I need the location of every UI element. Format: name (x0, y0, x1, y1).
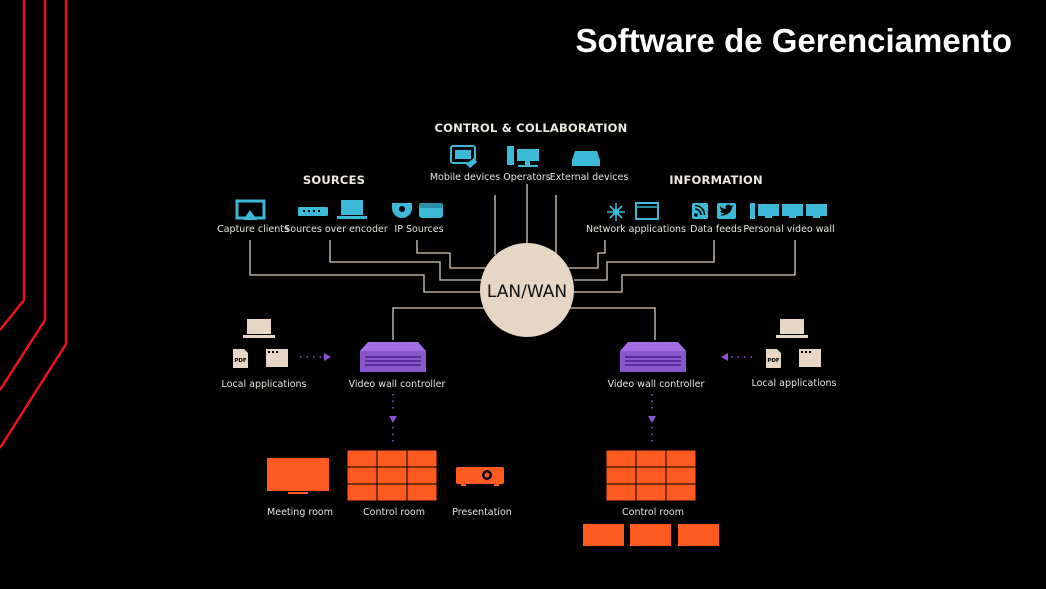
meeting-room-label: Meeting room (267, 507, 333, 518)
decorative-red-lines (0, 0, 68, 449)
ip-camera-icon (392, 203, 443, 218)
airplay-monitor-icon (235, 199, 266, 220)
arrow-right-down (648, 416, 656, 423)
arrow-right-controller (721, 353, 728, 361)
video-wall-controller-left-label: Video wall controller (349, 379, 446, 390)
data-feeds-label: Data feeds (690, 224, 742, 235)
control-room-left-label: Control room (363, 507, 425, 518)
lan-wan-label: LAN/WAN (487, 282, 567, 302)
pdf-icon-text-right: PDF (767, 358, 780, 364)
mobile-devices-label: Mobile devices (430, 172, 500, 183)
tablet-icon (450, 145, 477, 168)
sources-heading: SOURCES (303, 173, 365, 187)
projector-icon (456, 467, 504, 486)
external-device-icon (572, 151, 600, 166)
monitors-icon (750, 203, 827, 219)
information-heading: INFORMATION (669, 173, 763, 187)
arrow-left-controller (324, 353, 331, 361)
operator-workstation-icon (507, 146, 539, 167)
encoder-laptop-icon (298, 200, 367, 219)
control-room-right-wall-icon (605, 449, 697, 502)
local-applications-right-label: Local applications (752, 378, 837, 389)
video-wall-controller-right-label: Video wall controller (608, 379, 705, 390)
local-applications-right-icon: PDF (766, 319, 821, 368)
video-wall-controller-left-icon (360, 342, 426, 372)
sources-over-encoder-label: Sources over encoder (284, 224, 388, 235)
network-app-icon (607, 202, 659, 221)
network-applications-label: Network applications (586, 224, 686, 235)
pdf-icon-text: PDF (234, 358, 247, 364)
network-wires (249, 184, 796, 340)
presentation-label: Presentation (452, 507, 512, 518)
operators-label: Operators (503, 172, 551, 183)
local-applications-left-label: Local applications (222, 379, 307, 390)
control-heading: CONTROL & COLLABORATION (435, 121, 628, 135)
rss-twitter-icon (692, 203, 736, 219)
control-room-right-screens-icon (583, 524, 719, 546)
control-room-left-wall-icon (346, 449, 438, 502)
ip-sources-label: IP Sources (394, 224, 443, 235)
local-applications-left-icon: PDF (233, 319, 288, 368)
capture-clients-label: Capture clients (217, 224, 289, 235)
arrow-left-down (389, 416, 397, 423)
meeting-room-display-icon (267, 458, 329, 494)
external-devices-label: External devices (550, 172, 629, 183)
lan-wan-hub (480, 243, 574, 337)
control-room-right-label: Control room (622, 507, 684, 518)
video-wall-controller-right-icon (620, 342, 686, 372)
personal-video-wall-label: Personal video wall (743, 224, 834, 235)
page-title: Software de Gerenciamento (575, 22, 1012, 59)
